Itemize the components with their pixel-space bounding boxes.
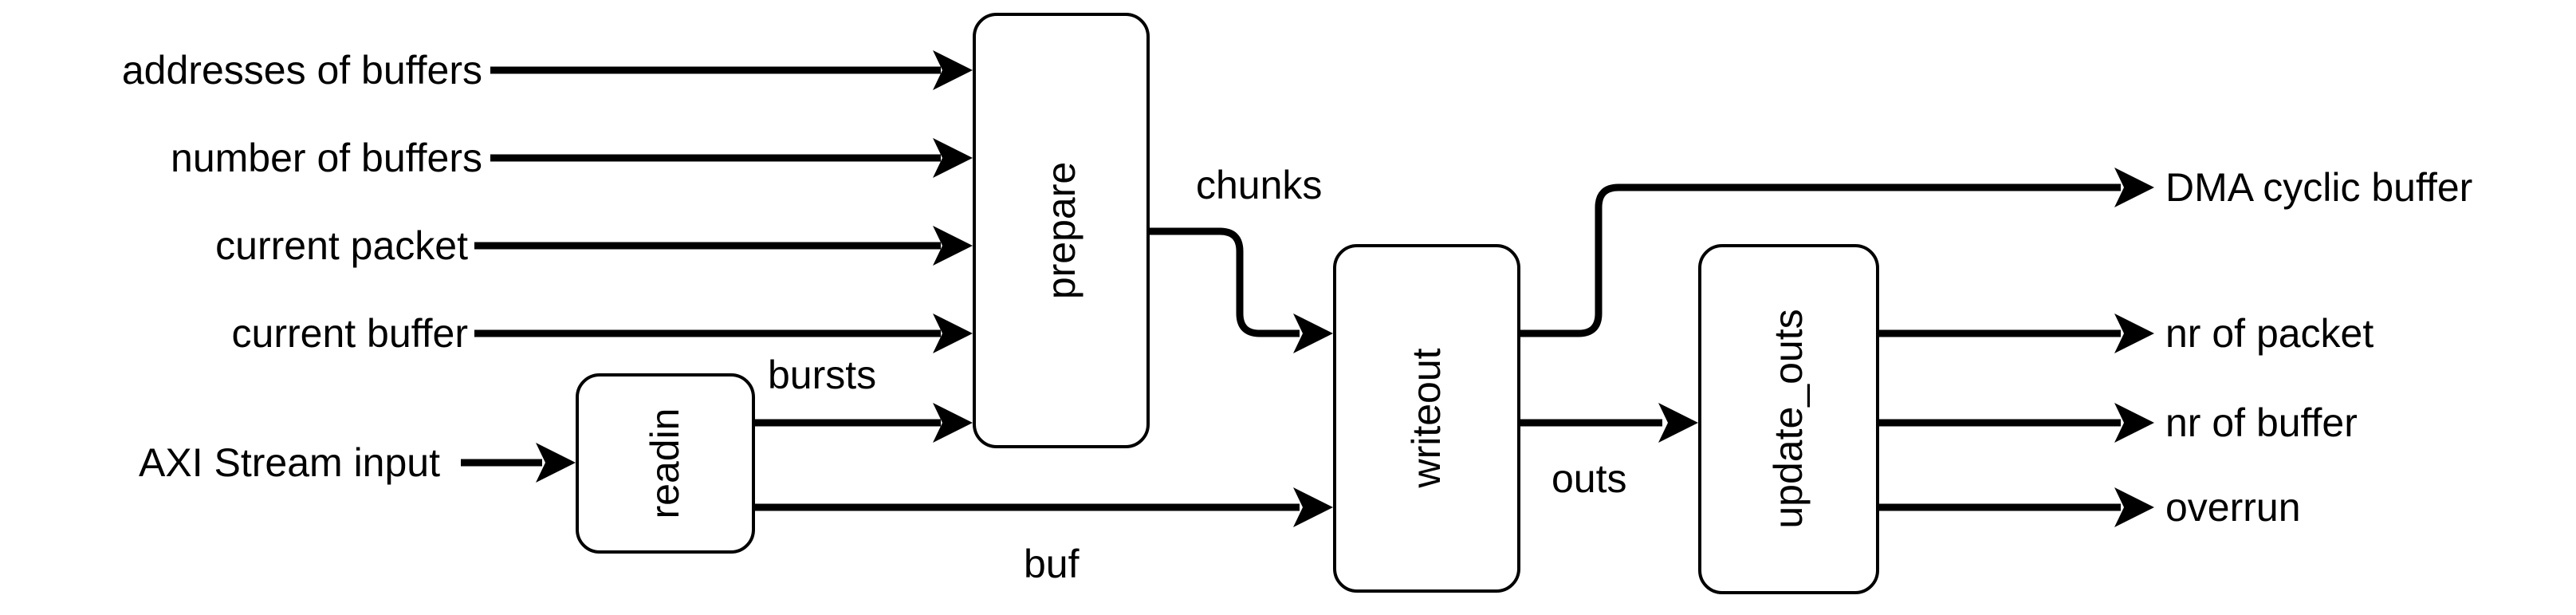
label-axi-stream-input: AXI Stream input: [139, 440, 440, 485]
label-current-packet: current packet: [215, 223, 468, 268]
wire-to-dma: [1519, 183, 2121, 337]
arrowhead-nr-packet: [2114, 313, 2154, 353]
label-chunks: chunks: [1196, 163, 1322, 207]
arrowhead-number: [933, 138, 973, 178]
block-readin: readin: [576, 373, 755, 554]
arrowhead-dma: [2114, 168, 2154, 207]
label-dma-cyclic-buffer: DMA cyclic buffer: [2165, 165, 2472, 210]
arrowhead-nr-buffer: [2114, 403, 2154, 443]
arrowhead-buf: [1293, 487, 1333, 527]
label-nr-of-packet: nr of packet: [2165, 311, 2373, 356]
block-readin-label: readin: [643, 408, 687, 519]
label-buf: buf: [1024, 542, 1080, 586]
block-prepare: prepare: [973, 13, 1150, 448]
arrowhead-chunks: [1293, 313, 1333, 353]
label-overrun: overrun: [2165, 485, 2301, 530]
arrowhead-addresses: [933, 50, 973, 90]
block-prepare-label: prepare: [1039, 162, 1083, 299]
block-update-outs: update_outs: [1698, 244, 1879, 594]
block-writeout-label: writeout: [1404, 348, 1449, 488]
label-addresses-of-buffers: addresses of buffers: [122, 48, 482, 93]
label-current-buffer: current buffer: [232, 311, 468, 356]
label-bursts: bursts: [768, 353, 876, 397]
block-writeout: writeout: [1333, 244, 1520, 593]
arrowhead-overrun: [2114, 487, 2154, 527]
label-number-of-buffers: number of buffers: [171, 136, 482, 180]
arrowhead-outs: [1658, 403, 1698, 443]
wire-chunks: [1148, 227, 1300, 337]
arrowhead-axi: [536, 443, 576, 483]
arrowhead-packet: [933, 226, 973, 266]
block-update-outs-label: update_outs: [1766, 309, 1811, 528]
label-nr-of-buffer: nr of buffer: [2165, 400, 2358, 445]
arrowhead-buffer: [933, 313, 973, 353]
label-outs: outs: [1551, 456, 1627, 501]
arrowhead-bursts: [933, 403, 973, 443]
